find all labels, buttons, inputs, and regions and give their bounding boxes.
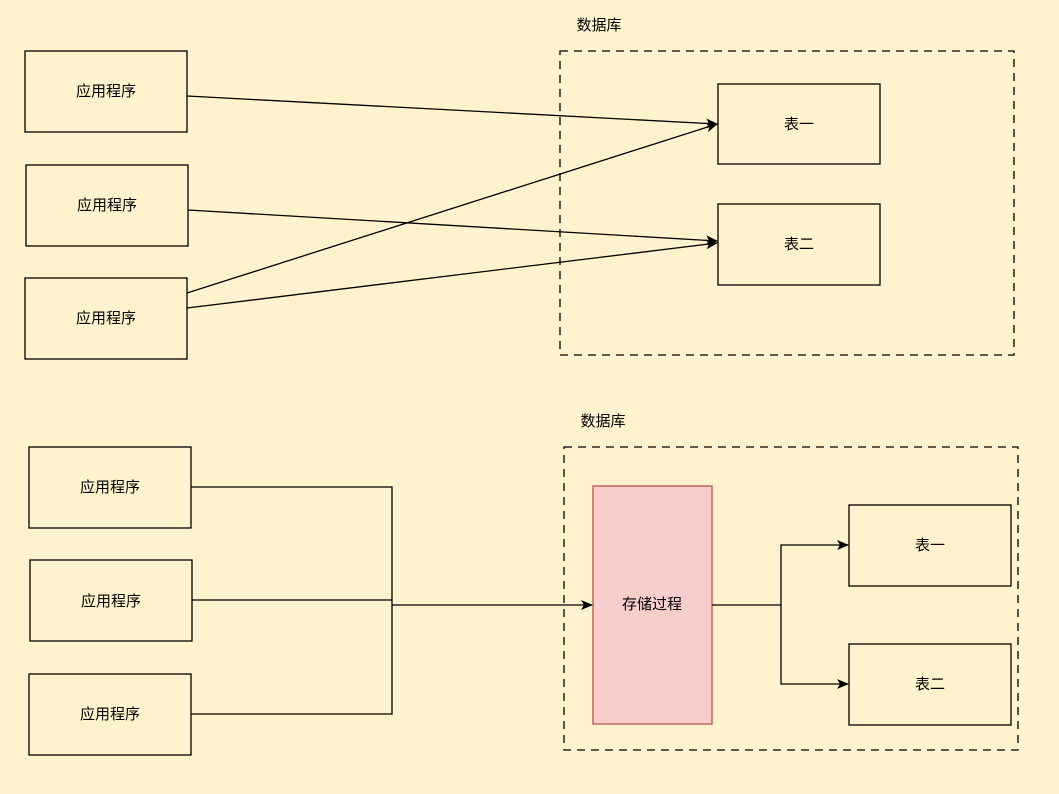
app-label: 应用程序 xyxy=(77,196,137,214)
table-label: 表二 xyxy=(915,675,945,693)
table-one-top[interactable]: 表一 xyxy=(717,83,881,165)
app-label: 应用程序 xyxy=(76,82,136,100)
table-one-bottom[interactable]: 表一 xyxy=(848,504,1012,587)
app-box-bottom-2[interactable]: 应用程序 xyxy=(29,559,193,642)
table-label: 表一 xyxy=(915,536,945,554)
table-two-bottom[interactable]: 表二 xyxy=(848,643,1012,726)
arrow-procedure-table2 xyxy=(780,605,849,689)
stored-procedure-box[interactable]: 存储过程 xyxy=(592,485,713,725)
connector-app1 xyxy=(191,486,393,605)
app-box-top-3[interactable]: 应用程序 xyxy=(24,277,188,360)
database-label-bottom: 数据库 xyxy=(580,412,625,430)
arrow-app2-table2 xyxy=(187,209,718,246)
arrow-app3-table2 xyxy=(186,239,718,309)
app-box-top-2[interactable]: 应用程序 xyxy=(25,164,189,247)
app-box-bottom-1[interactable]: 应用程序 xyxy=(28,446,192,529)
app-box-top-1[interactable]: 应用程序 xyxy=(24,50,188,133)
table-label: 表一 xyxy=(784,115,814,133)
app-label: 应用程序 xyxy=(80,478,140,496)
database-container-bottom xyxy=(563,446,1019,751)
arrow-app1-table1 xyxy=(186,95,718,129)
app-label: 应用程序 xyxy=(80,705,140,723)
app-label: 应用程序 xyxy=(76,309,136,327)
table-two-top[interactable]: 表二 xyxy=(717,203,881,286)
procedure-label: 存储过程 xyxy=(622,595,682,613)
direct-access-diagram: 数据库 应用程序 应用程序 应用程序 表一 表二 xyxy=(24,16,1015,360)
arrow-procedure-table1 xyxy=(780,540,849,605)
database-container-top xyxy=(559,50,1015,356)
database-label-top: 数据库 xyxy=(576,16,621,34)
app-box-bottom-3[interactable]: 应用程序 xyxy=(28,673,192,756)
stored-procedure-diagram: 数据库 应用程序 应用程序 应用程序 存储过程 表一 表二 xyxy=(28,412,1019,756)
app-label: 应用程序 xyxy=(81,592,141,610)
connector-app3 xyxy=(191,605,393,715)
arrow-app3-table1 xyxy=(186,122,718,294)
table-label: 表二 xyxy=(784,235,814,253)
